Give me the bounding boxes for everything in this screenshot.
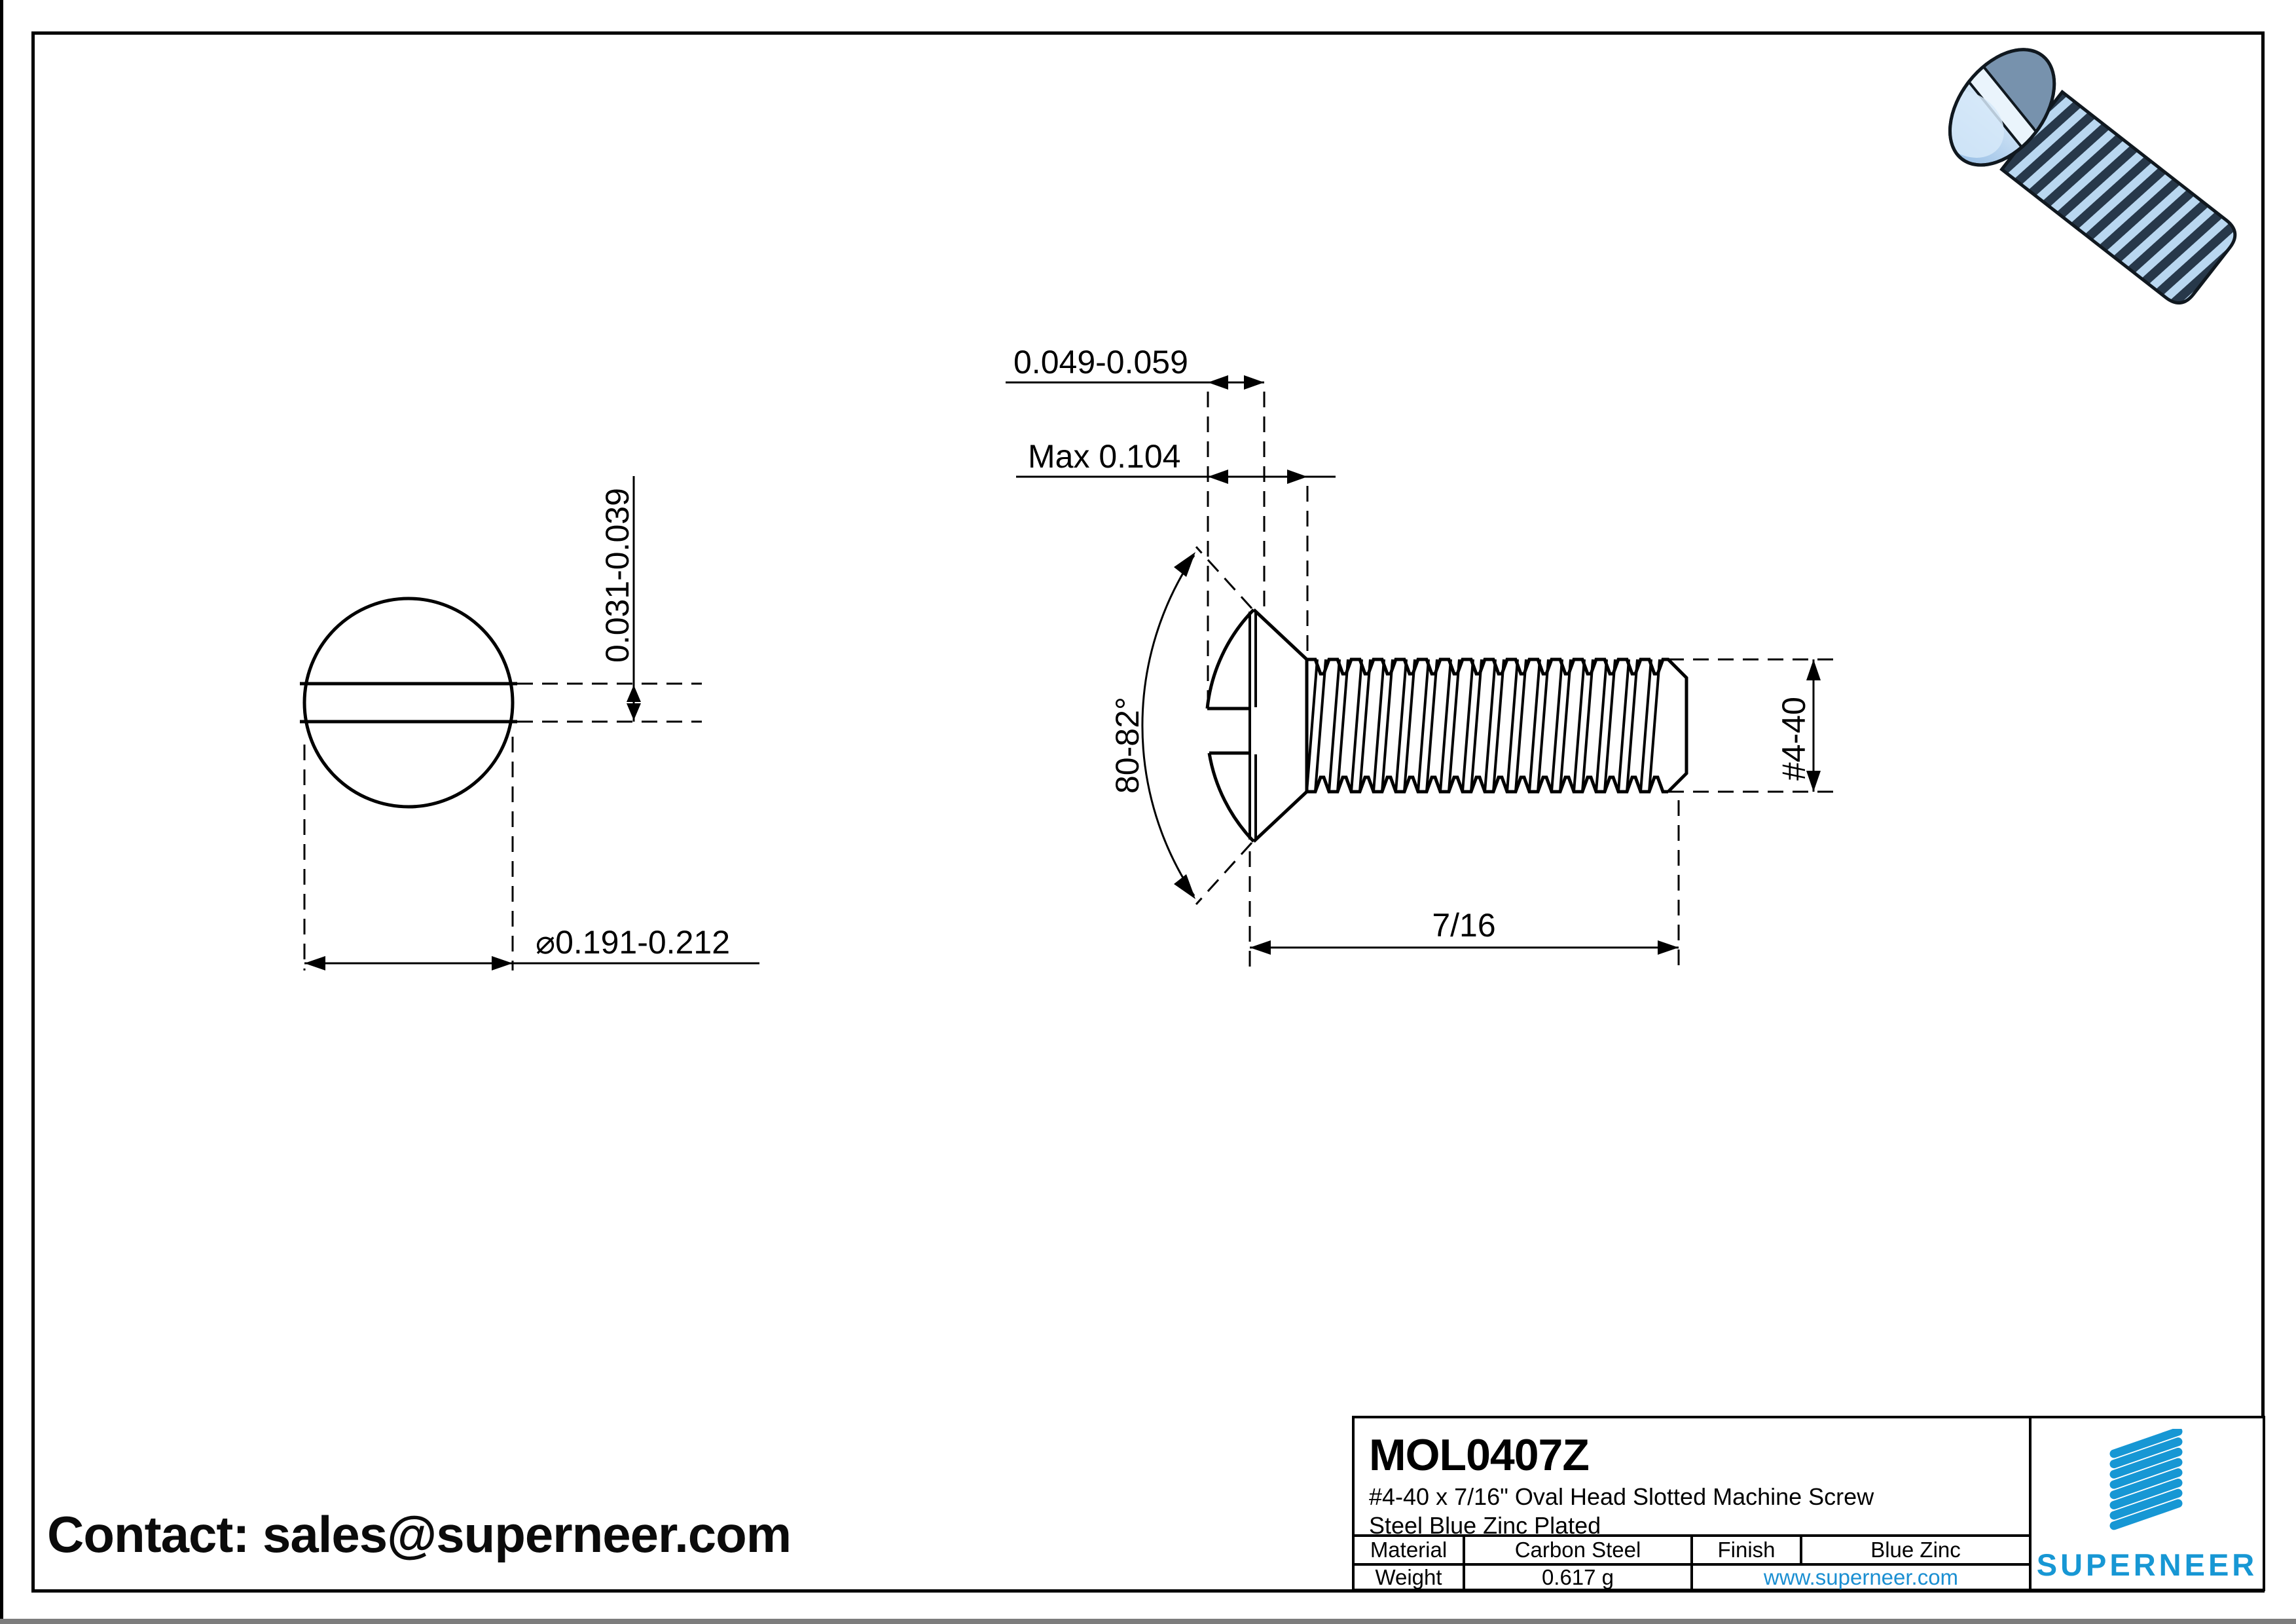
- side-view-arrows: [1174, 375, 1821, 955]
- title-block: MOL0407Z #4-40 x 7/16" Oval Head Slotted…: [1352, 1416, 2265, 1591]
- part-number: MOL0407Z: [1369, 1430, 1590, 1480]
- side-head-height-dim: Max 0.104: [1028, 438, 1180, 475]
- side-view-dimension-lines: [1006, 381, 1833, 970]
- material-label: Material: [1370, 1538, 1448, 1562]
- part-description-line1: #4-40 x 7/16" Oval Head Slotted Machine …: [1369, 1483, 1874, 1510]
- weight-value: 0.617 g: [1541, 1564, 1614, 1589]
- finish-label: Finish: [1717, 1538, 1776, 1562]
- title-block-logo-divider: [2029, 1418, 2032, 1589]
- page-left-edge-line: [0, 0, 3, 1619]
- material-value: Carbon Steel: [1514, 1538, 1641, 1562]
- website-link[interactable]: www.superneer.com: [1763, 1564, 1959, 1589]
- screw-3d-render: [1933, 46, 2237, 304]
- superneer-brand-text: SUPERNEER: [2036, 1547, 2258, 1582]
- front-head-diameter-dim: ⌀0.191-0.212: [536, 924, 730, 961]
- side-head-angle-dim: 80-82°: [1109, 697, 1146, 794]
- side-length-dim: 7/16: [1432, 907, 1495, 944]
- front-view-head: [300, 476, 759, 970]
- title-block-description: MOL0407Z #4-40 x 7/16" Oval Head Slotted…: [1355, 1418, 2029, 1539]
- title-block-vline-b: [1690, 1534, 1693, 1589]
- side-view-screw: [1205, 608, 1688, 843]
- title-block-vline-a: [1463, 1534, 1465, 1589]
- side-slot-width-dim: 0.049-0.059: [1013, 344, 1188, 380]
- drawing-border-frame: [31, 31, 2265, 1593]
- side-thread-size-dim: #4-40: [1776, 697, 1812, 781]
- superneer-logo-stripes: [2109, 1429, 2183, 1530]
- front-view-arrows: [304, 685, 641, 970]
- bottom-gray-bar: [0, 1619, 2296, 1624]
- front-slot-depth-dim: 0.031-0.039: [599, 488, 636, 663]
- weight-label: Weight: [1375, 1564, 1442, 1589]
- finish-value: Blue Zinc: [1870, 1538, 1961, 1562]
- contact-line: Contact: sales@superneer.com: [47, 1505, 792, 1563]
- title-block-vline-c: [1800, 1534, 1802, 1563]
